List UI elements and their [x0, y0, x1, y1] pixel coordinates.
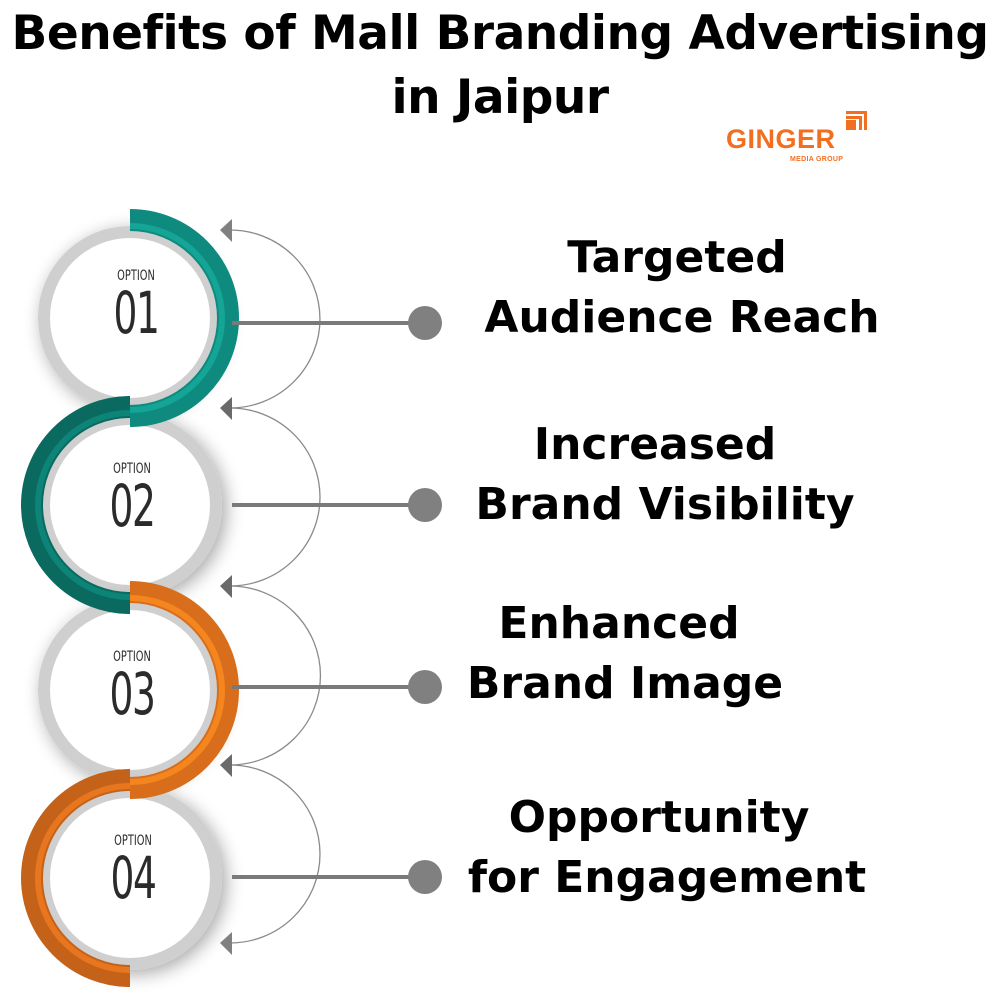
option-badge-4: OPTION 04: [73, 833, 193, 907]
benefit-1: Targeted Audience Reach: [462, 228, 902, 348]
option-circle-3: [38, 598, 222, 782]
page-title: Benefits of Mall Branding Advertising in…: [0, 2, 1000, 130]
option-number: 03: [109, 660, 156, 728]
benefit-line-1: Opportunity: [508, 792, 810, 843]
benefit-line-2: for Engagement: [467, 852, 867, 903]
ring-arc-4: [21, 769, 131, 987]
title-line-2: in Jaipur: [391, 70, 609, 125]
arrowhead-icon: [220, 575, 232, 598]
connector-dot-2: [408, 488, 442, 522]
title-line-1: Benefits of Mall Branding Advertising: [11, 6, 989, 61]
option-number: 01: [113, 279, 160, 347]
option-badge-3: OPTION 03: [72, 649, 192, 723]
option-label: OPTION: [113, 461, 151, 477]
option-circle-1: [38, 226, 222, 410]
logo-mark-icon: [846, 111, 867, 130]
option-number: 02: [109, 472, 156, 540]
option-label: OPTION: [114, 833, 152, 849]
benefit-line-2: Brand Image: [466, 658, 784, 709]
ring-arc-3: [129, 581, 239, 799]
ring-arc-1: [129, 209, 239, 427]
connectors: [232, 306, 442, 894]
connector-dot-3: [408, 670, 442, 704]
arrowhead-icon: [220, 932, 232, 955]
logo-subtitle: MEDIA GROUP: [790, 156, 844, 163]
option-circle-4: [38, 786, 222, 970]
benefit-2: Increased Brand Visibility: [455, 415, 875, 535]
benefit-line-1: Increased: [533, 419, 777, 470]
option-label: OPTION: [113, 649, 151, 665]
connector-dot-1: [408, 306, 442, 340]
option-number: 04: [110, 844, 157, 912]
benefit-line-1: Targeted: [567, 232, 787, 283]
benefit-line-2: Brand Visibility: [475, 479, 855, 530]
logo-brand: GINGER: [726, 124, 836, 154]
option-badge-2: OPTION 02: [72, 461, 192, 535]
arrowhead-icons: [220, 219, 232, 955]
ring-arc-2: [21, 396, 131, 614]
benefit-3: Enhanced Brand Image: [455, 594, 795, 714]
option-circle-2: [38, 413, 222, 597]
arrowhead-icon: [220, 397, 232, 420]
benefit-line-2: Audience Reach: [484, 292, 880, 343]
benefit-line-1: Enhanced: [498, 598, 740, 649]
arrowhead-icon: [220, 219, 232, 242]
arrowhead-icon: [220, 754, 232, 777]
benefit-4: Opportunity for Engagement: [452, 788, 882, 908]
ginger-logo: GINGER MEDIA GROUP: [726, 110, 876, 170]
option-badge-1: OPTION 01: [76, 268, 196, 342]
connector-dot-4: [408, 860, 442, 894]
curved-arrows: [229, 229, 322, 944]
option-label: OPTION: [117, 268, 155, 284]
